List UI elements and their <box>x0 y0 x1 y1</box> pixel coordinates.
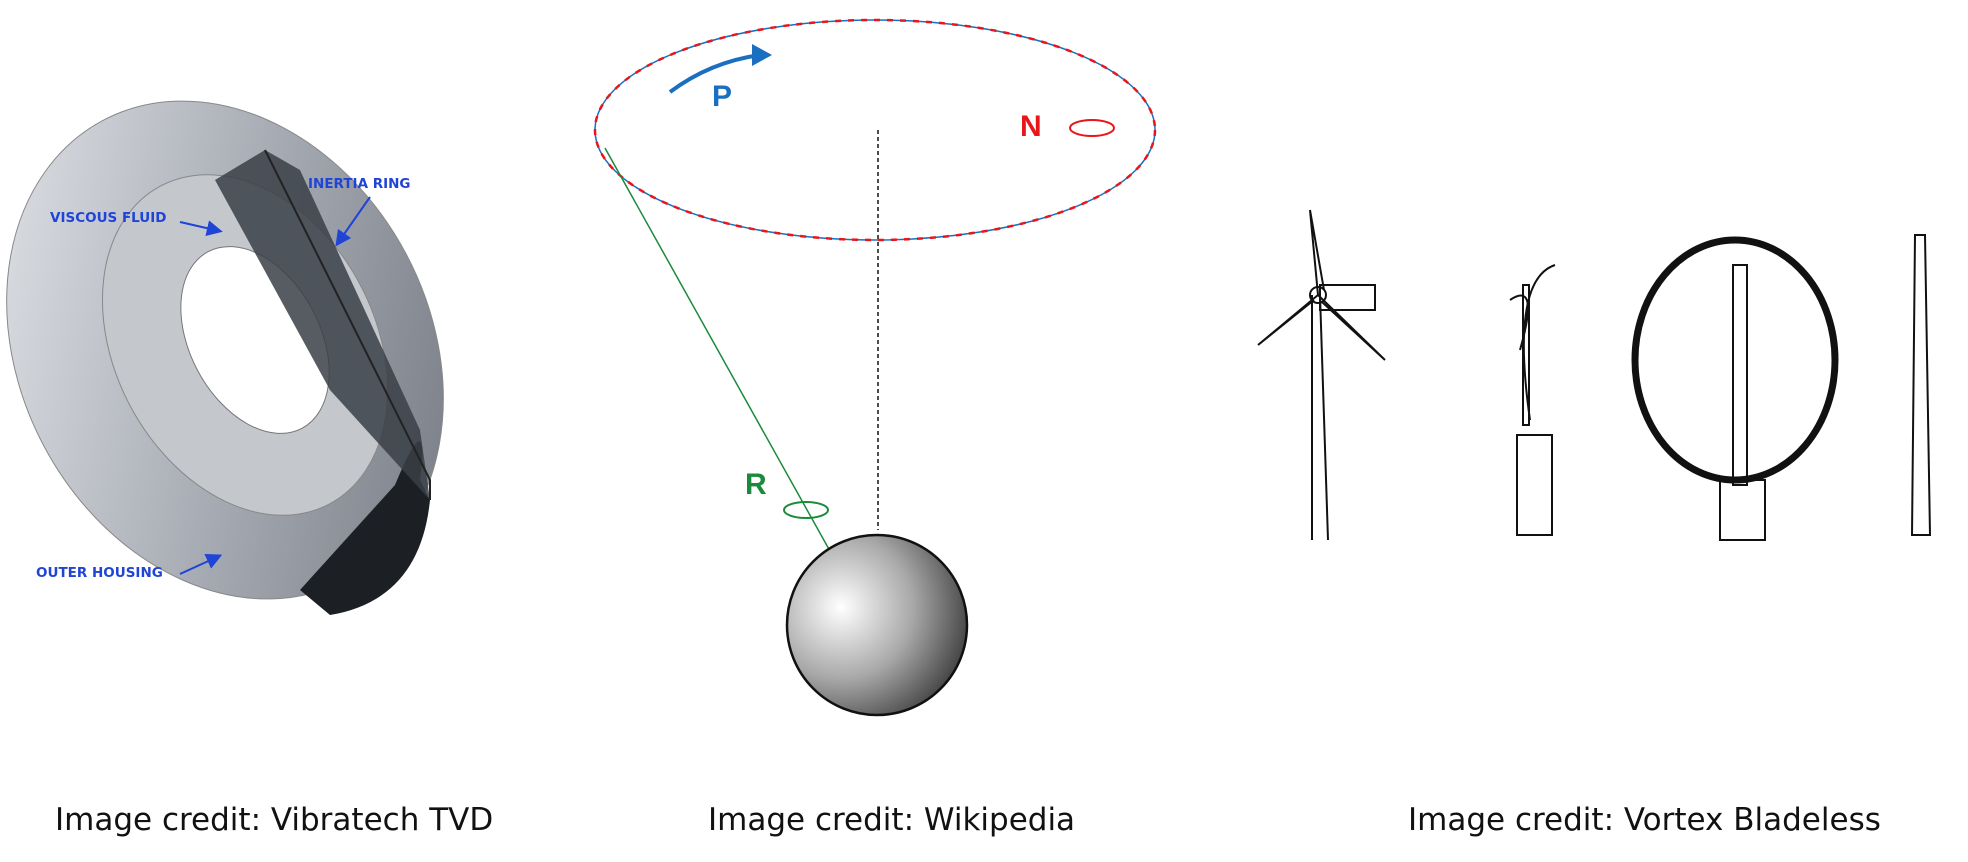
wind-turbines-drawing <box>1257 209 1932 541</box>
foucault-pendulum-diagram <box>593 18 1157 717</box>
pendulum-caption: Image credit: Wikipedia <box>708 802 1076 838</box>
viscous-fluid-label: VISCOUS FLUID <box>50 210 167 226</box>
inertia-ring-label: INERTIA RING <box>308 176 411 192</box>
turbines-caption: Image credit: Vortex Bladeless <box>1408 802 1881 838</box>
precession-label: P <box>712 80 733 113</box>
outer-housing-label: OUTER HOUSING <box>36 565 163 581</box>
damper-caption: Image credit: Vibratech TVD <box>55 802 494 838</box>
torsional-damper-image <box>6 100 444 615</box>
nutation-label: N <box>1020 110 1042 143</box>
rotation-label: R <box>745 468 767 501</box>
